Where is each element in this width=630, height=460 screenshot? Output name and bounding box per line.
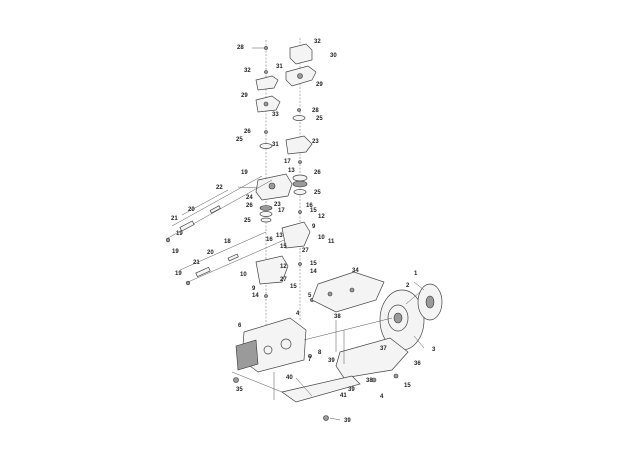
callout: 21 bbox=[193, 260, 200, 266]
callout: 15 bbox=[310, 208, 317, 214]
callout-labels: 28 32 30 32 31 29 29 33 28 25 26 25 28 2… bbox=[171, 39, 436, 424]
callout: 18 bbox=[224, 239, 231, 245]
callout: 21 bbox=[171, 216, 178, 222]
top-pivot-bracket-left bbox=[255, 75, 281, 113]
callout: 19 bbox=[241, 170, 248, 176]
callout: 3 bbox=[432, 347, 436, 353]
callout: 22 bbox=[216, 185, 223, 191]
top-pivot-bracket-right bbox=[285, 43, 317, 87]
callout: 9 bbox=[252, 286, 256, 292]
callout: 41 bbox=[340, 393, 347, 399]
callout: 12 bbox=[280, 264, 287, 270]
callout: 26 bbox=[244, 129, 251, 135]
callout: 25 bbox=[314, 190, 321, 196]
callout: 17 bbox=[284, 159, 291, 165]
callout: 6 bbox=[238, 323, 242, 329]
mounting-plate bbox=[311, 271, 385, 313]
callout: 31 bbox=[272, 142, 279, 148]
control-arm-lower bbox=[255, 221, 311, 285]
callout: 25 bbox=[236, 137, 243, 143]
callout: 13 bbox=[276, 233, 283, 239]
callout: 23 bbox=[274, 202, 281, 208]
callout: 10 bbox=[240, 272, 247, 278]
callout: 25 bbox=[316, 116, 323, 122]
callout: 2 bbox=[406, 283, 410, 289]
coupling-disc bbox=[417, 283, 443, 321]
callout: 1 bbox=[414, 271, 418, 277]
callout: 14 bbox=[252, 293, 259, 299]
callout: 12 bbox=[318, 214, 325, 220]
callout: 28 bbox=[312, 108, 319, 114]
callout: 29 bbox=[241, 93, 248, 99]
callout: 19 bbox=[175, 271, 182, 277]
callout: 4 bbox=[380, 394, 384, 400]
callout: 9 bbox=[312, 224, 316, 230]
callout: 20 bbox=[207, 250, 214, 256]
callout: 27 bbox=[302, 248, 309, 254]
callout: 39 bbox=[344, 418, 351, 424]
leader-lines bbox=[181, 47, 425, 421]
callout: 16 bbox=[266, 237, 273, 243]
callout: 5 bbox=[308, 293, 312, 299]
callout: 32 bbox=[314, 39, 321, 45]
callout: 39 bbox=[348, 387, 355, 393]
callout: 19 bbox=[176, 231, 183, 237]
callout: 24 bbox=[246, 195, 253, 201]
callout: 34 bbox=[352, 268, 359, 274]
callout: 27 bbox=[280, 277, 287, 283]
callout: 28 bbox=[237, 45, 244, 51]
callout: 14 bbox=[310, 269, 317, 275]
control-rods bbox=[165, 175, 285, 286]
callout: 23 bbox=[312, 139, 319, 145]
callout: 35 bbox=[236, 387, 243, 393]
callout: 10 bbox=[318, 235, 325, 241]
callout: 26 bbox=[246, 203, 253, 209]
callout: 25 bbox=[244, 218, 251, 224]
callout: 16 bbox=[306, 203, 313, 209]
callout: 7 bbox=[308, 357, 312, 363]
callout: 11 bbox=[328, 239, 335, 245]
callout: 37 bbox=[380, 346, 387, 352]
callout: 13 bbox=[288, 168, 295, 174]
upper-clamp-bracket bbox=[285, 135, 313, 155]
callout: 17 bbox=[278, 208, 285, 214]
washers-stack bbox=[259, 115, 308, 223]
callout: 4 bbox=[296, 311, 300, 317]
callout: 38 bbox=[366, 378, 373, 384]
callout: 32 bbox=[244, 68, 251, 74]
hydrostatic-pump bbox=[235, 317, 393, 373]
callout: 15 bbox=[404, 383, 411, 389]
callout: 30 bbox=[330, 53, 337, 59]
callout: 39 bbox=[328, 358, 335, 364]
pump-support-bracket bbox=[231, 337, 409, 403]
callout: 36 bbox=[414, 361, 421, 367]
callout: 19 bbox=[172, 249, 179, 255]
callout: 31 bbox=[276, 64, 283, 70]
callout: 15 bbox=[290, 284, 297, 290]
control-arm-upper bbox=[255, 173, 293, 201]
callout: 15 bbox=[310, 261, 317, 267]
callout: 33 bbox=[272, 112, 279, 118]
callout: 26 bbox=[314, 170, 321, 176]
callout: 20 bbox=[188, 207, 195, 213]
callout: 15 bbox=[280, 244, 287, 250]
callout: 40 bbox=[286, 375, 293, 381]
callout: 29 bbox=[316, 82, 323, 88]
callout: 38 bbox=[334, 314, 341, 320]
callout: 8 bbox=[318, 350, 322, 356]
